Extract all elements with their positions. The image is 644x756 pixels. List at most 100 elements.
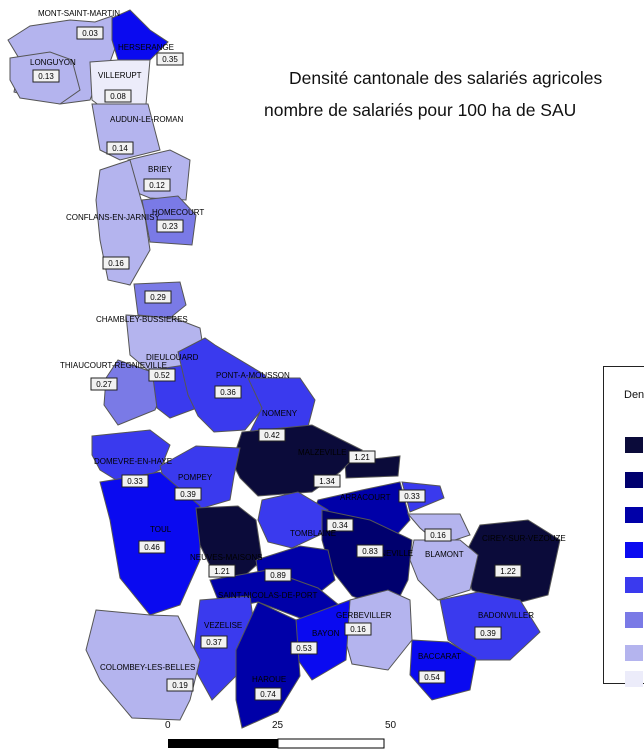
canton-name-label: THIAUCOURT-REGNIEVILLE: [60, 361, 167, 370]
canton-name-label: CONFLANS-EN-JARNISY: [66, 213, 160, 222]
canton-name-label: LONGUYON: [30, 58, 76, 67]
canton-value-box: [174, 487, 202, 501]
canton-value-box: [144, 290, 172, 304]
legend-swatch: [625, 645, 643, 661]
canton-value-box: [313, 474, 341, 488]
canton-name-label: BRIEY: [148, 165, 173, 174]
scale-label-0: 0: [165, 720, 171, 731]
canton-region: [195, 505, 263, 581]
scale-label-50: 50: [385, 720, 397, 731]
canton-value-box: [200, 635, 228, 649]
scale-bar: [168, 738, 385, 749]
canton-value-box: [494, 564, 522, 578]
canton-value-label: 0.39: [480, 629, 496, 638]
canton-value-box: [138, 540, 166, 554]
canton-value-label: 0.03: [82, 29, 98, 38]
canton-value-label: 0.19: [172, 681, 188, 690]
canton-name-label: VEZELISE: [204, 621, 242, 630]
canton-name-label: BLAMONT: [425, 550, 464, 559]
canton-name-label: HOMECOURT: [152, 208, 204, 217]
canton-value-box: [90, 377, 118, 391]
legend-swatch: [625, 437, 643, 453]
canton-name-label: GERBEVILLER: [336, 611, 392, 620]
canton-name-label: COLOMBEY-LES-BELLES: [100, 663, 195, 672]
canton-value-label: 0.37: [206, 638, 222, 647]
canton-name-label: LUNEVILLE: [370, 549, 413, 558]
canton-value-box: [156, 219, 184, 233]
canton-name-label: MONT-SAINT-MARTIN: [38, 9, 120, 18]
canton-value-box: [106, 141, 134, 155]
canton-value-label: 0.83: [362, 547, 378, 556]
canton-value-box: [344, 622, 372, 636]
map-subtitle: nombre de salariés pour 100 ha de SAU: [264, 100, 577, 120]
canton-value-label: 0.12: [149, 181, 165, 190]
canton-name-label: BACCARAT: [418, 652, 461, 661]
legend-swatch: [625, 612, 643, 628]
canton-name-label: PONT-A-MOUSSON: [216, 371, 290, 380]
canton-value-box: [356, 544, 384, 558]
canton-name-label: BADONVILLER: [478, 611, 534, 620]
canton-value-box: [474, 626, 502, 640]
map-title: Densité cantonale des salariés agricoles: [289, 68, 603, 88]
canton-name-label: VILLERUPT: [98, 71, 142, 80]
canton-value-label: 0.16: [108, 259, 124, 268]
scale-bar-light: [277, 738, 385, 749]
canton-region: [439, 591, 541, 661]
canton-region: [235, 601, 301, 729]
legend-title: Dens: [624, 389, 644, 401]
canton-value-label: 0.29: [150, 293, 166, 302]
canton-name-label: HAROUE: [252, 675, 286, 684]
canton-value-box: [102, 256, 130, 270]
scale-bar-dark: [168, 739, 278, 748]
canton-value-label: 0.42: [264, 431, 280, 440]
canton-value-label: 0.23: [162, 222, 178, 231]
canton-name-label: ARRACOURT: [340, 493, 391, 502]
canton-value-box: [254, 687, 282, 701]
canton-value-label: 0.35: [162, 55, 178, 64]
canton-value-box: [326, 518, 354, 532]
canton-value-label: 0.89: [270, 571, 286, 580]
canton-value-box: [156, 52, 184, 66]
canton-value-label: 0.46: [144, 543, 160, 552]
canton-value-label: 0.13: [38, 72, 54, 81]
canton-value-box: [348, 450, 376, 464]
canton-name-label: POMPEY: [178, 473, 213, 482]
canton-name-label: SAINT-NICOLAS-DE-PORT: [218, 591, 318, 600]
canton-value-label: 0.53: [296, 644, 312, 653]
canton-value-label: 0.08: [110, 92, 126, 101]
canton-value-label: 0.74: [260, 690, 276, 699]
legend-swatch: [625, 577, 643, 593]
canton-value-box: [104, 89, 132, 103]
canton-value-box: [424, 528, 452, 542]
canton-region: [85, 609, 201, 721]
canton-value-box: [264, 568, 292, 582]
legend-swatch: [625, 542, 643, 558]
canton-value-label: 0.33: [127, 477, 143, 486]
canton-value-box: [121, 474, 149, 488]
canton-name-label: NEUVES-MAISONS: [190, 553, 262, 562]
canton-name-label: CIREY-SUR-VEZOUZE: [482, 534, 566, 543]
canton-value-label: 1.21: [354, 453, 370, 462]
canton-value-label: 0.34: [332, 521, 348, 530]
canton-value-box: [32, 69, 60, 83]
canton-region: [111, 9, 169, 61]
canton-value-box: [398, 489, 426, 503]
legend-swatch: [625, 671, 643, 687]
canton-value-label: 0.27: [96, 380, 112, 389]
canton-name-label: TOUL: [150, 525, 172, 534]
canton-name-label: HERSERANGE: [118, 43, 174, 52]
canton-value-box: [76, 26, 104, 40]
canton-value-label: 0.36: [220, 388, 236, 397]
canton-value-label: 1.22: [500, 567, 516, 576]
canton-value-label: 0.54: [424, 673, 440, 682]
canton-value-box: [290, 641, 318, 655]
canton-region: [409, 539, 479, 601]
canton-name-label: MALZEVILLE: [298, 448, 346, 457]
canton-value-label: 1.34: [319, 477, 335, 486]
legend-swatch: [625, 472, 643, 488]
canton-value-box: [166, 678, 194, 692]
canton-region: [231, 424, 363, 497]
legend-swatch: [625, 507, 643, 523]
